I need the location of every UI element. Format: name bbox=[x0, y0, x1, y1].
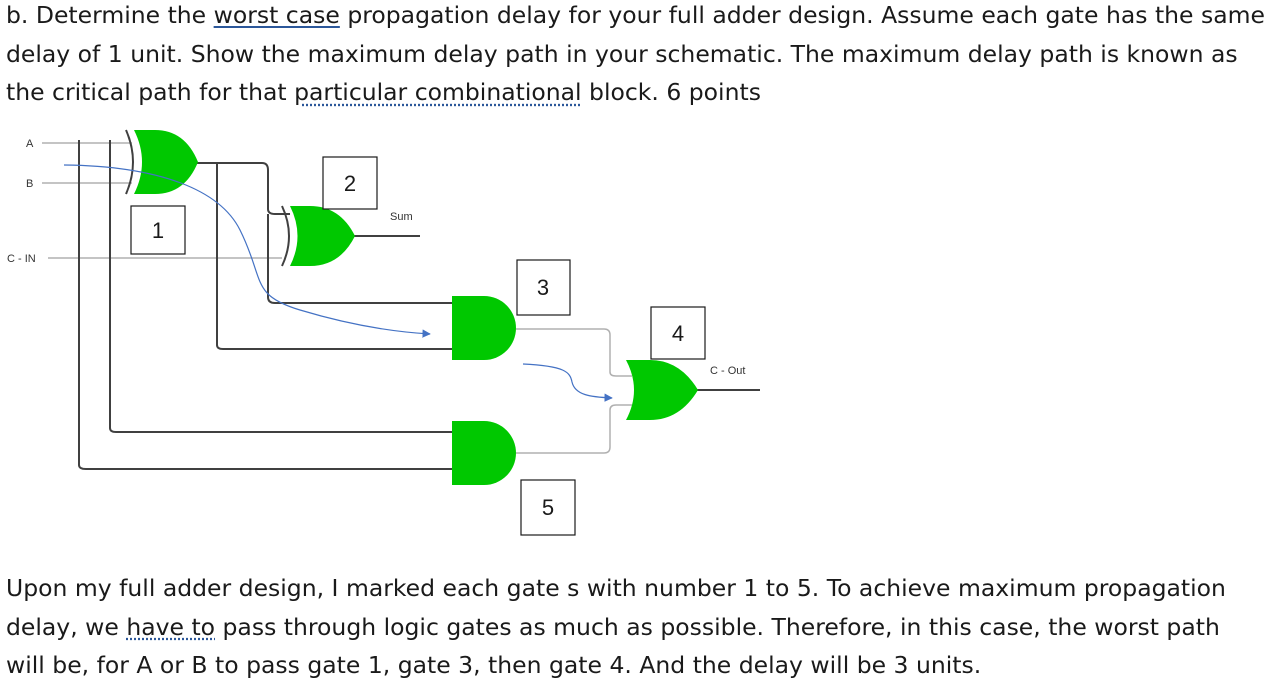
input-wires bbox=[42, 142, 282, 259]
full-adder-schematic: 1 2 3 4 5 A B C - IN Sum C - Out bbox=[7, 129, 760, 536]
gate-3-and bbox=[452, 296, 516, 360]
output-label-sum: Sum bbox=[390, 211, 413, 223]
question-text: b. Determine the worst case propagation … bbox=[6, 0, 1266, 112]
question-underlined-particular-combinational: particular combinational bbox=[294, 78, 582, 106]
answer-underlined-have-to: have to bbox=[126, 612, 216, 641]
gate-number-3: 3 bbox=[537, 275, 549, 300]
answer-text: Upon my full adder design, I marked each… bbox=[6, 569, 1266, 685]
question-part-2: propagation delay for your full adder de… bbox=[6, 1, 1265, 106]
gate-1-xor bbox=[125, 129, 198, 195]
gate-number-5: 5 bbox=[542, 495, 554, 520]
gate-4-or bbox=[626, 360, 698, 420]
gate-5-and bbox=[452, 421, 516, 485]
input-label-a: A bbox=[26, 138, 34, 150]
circuit-wires bbox=[78, 140, 760, 470]
answer-part-1: Upon my full adder design, I marked each… bbox=[6, 574, 1226, 641]
output-label-cout: C - Out bbox=[710, 365, 745, 377]
gate-2-xor bbox=[281, 205, 355, 267]
gate-number-boxes bbox=[130, 156, 706, 536]
critical-path-arrows bbox=[63, 164, 613, 402]
question-underlined-worst-case: worst case bbox=[213, 1, 340, 29]
answer-part-2: pass through logic gates as much as poss… bbox=[6, 612, 1220, 680]
input-label-cin: C - IN bbox=[7, 253, 36, 265]
gate-number-2: 2 bbox=[344, 171, 356, 196]
gate4-input-wires bbox=[516, 328, 632, 454]
input-label-b: B bbox=[26, 178, 33, 190]
gate-number-1: 1 bbox=[152, 218, 164, 243]
question-part-3: block. 6 points bbox=[581, 78, 761, 106]
question-part-1: b. Determine the bbox=[6, 1, 214, 29]
gate-number-4: 4 bbox=[672, 321, 684, 346]
